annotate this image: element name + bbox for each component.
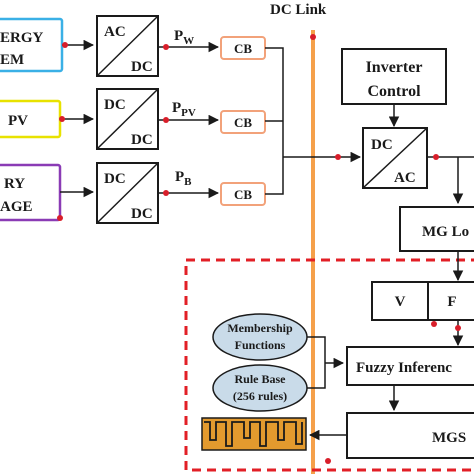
converter-ac-dc: AC DC: [96, 15, 159, 77]
output-waveform: [201, 417, 307, 451]
inverter-control-box: Inverter Control: [341, 48, 447, 105]
source-battery: RY AGE: [0, 163, 62, 222]
node: [433, 154, 439, 160]
inverter-dc-ac: DC AC: [362, 127, 428, 189]
svg-text:AC: AC: [394, 170, 416, 186]
dc-link-label: DC Link: [270, 2, 327, 18]
svg-text:PV: PV: [8, 113, 28, 129]
membership-functions: Membership Functions: [212, 313, 308, 361]
source-wind: ERGY EM: [0, 17, 64, 73]
svg-text:DC: DC: [131, 59, 153, 75]
svg-text:Fuzzy Inferenc: Fuzzy Inferenc: [356, 360, 452, 376]
circuit-breaker-3: CB: [220, 182, 266, 206]
svg-text:ERGY: ERGY: [0, 30, 44, 46]
svg-text:(256 rules): (256 rules): [233, 389, 287, 403]
power-pv-label: PPV: [172, 100, 196, 119]
svg-text:MG Lo: MG Lo: [422, 224, 469, 240]
mgs-box: MGS: [346, 412, 474, 459]
node: [310, 34, 316, 40]
node: [57, 215, 63, 221]
node: [455, 325, 461, 331]
node: [163, 190, 169, 196]
fuzzy-control-region: [184, 258, 474, 472]
svg-text:AGE: AGE: [0, 199, 33, 215]
circuit-breaker-1: CB: [220, 36, 266, 60]
power-battery-label: PB: [175, 169, 192, 188]
converter-dc-dc-pv: DC DC: [96, 88, 159, 150]
svg-text:AC: AC: [104, 24, 126, 40]
svg-text:DC: DC: [371, 137, 393, 153]
fuzzy-inference-box: Fuzzy Inferenc: [346, 346, 474, 386]
svg-text:DC: DC: [131, 206, 153, 222]
svg-text:CB: CB: [234, 187, 252, 202]
node: [335, 154, 341, 160]
svg-text:DC: DC: [104, 97, 126, 113]
svg-text:Functions: Functions: [235, 338, 286, 352]
svg-text:Inverter: Inverter: [366, 59, 423, 76]
mg-load-box: MG Lo: [399, 206, 474, 252]
power-wind-label: PW: [174, 28, 194, 47]
svg-text:F: F: [447, 294, 456, 310]
svg-text:Rule Base: Rule Base: [235, 372, 287, 386]
svg-text:DC: DC: [104, 171, 126, 187]
node: [59, 116, 65, 122]
svg-text:V: V: [395, 294, 406, 310]
node: [431, 321, 437, 327]
svg-text:CB: CB: [234, 41, 252, 56]
node: [62, 42, 68, 48]
circuit-breaker-2: CB: [220, 110, 266, 134]
svg-text:Membership: Membership: [227, 321, 293, 335]
source-pv: PV: [0, 99, 62, 139]
converter-dc-dc-battery: DC DC: [96, 162, 159, 224]
svg-text:DC: DC: [131, 132, 153, 148]
node: [325, 458, 331, 464]
svg-text:EM: EM: [0, 52, 24, 68]
svg-text:MGS: MGS: [432, 430, 466, 446]
rule-base: Rule Base (256 rules): [212, 364, 308, 412]
svg-text:RY: RY: [4, 176, 25, 192]
svg-text:Control: Control: [367, 83, 421, 100]
node: [163, 44, 169, 50]
svg-text:CB: CB: [234, 115, 252, 130]
node: [163, 117, 169, 123]
vf-measurement-box: V F: [371, 281, 474, 321]
